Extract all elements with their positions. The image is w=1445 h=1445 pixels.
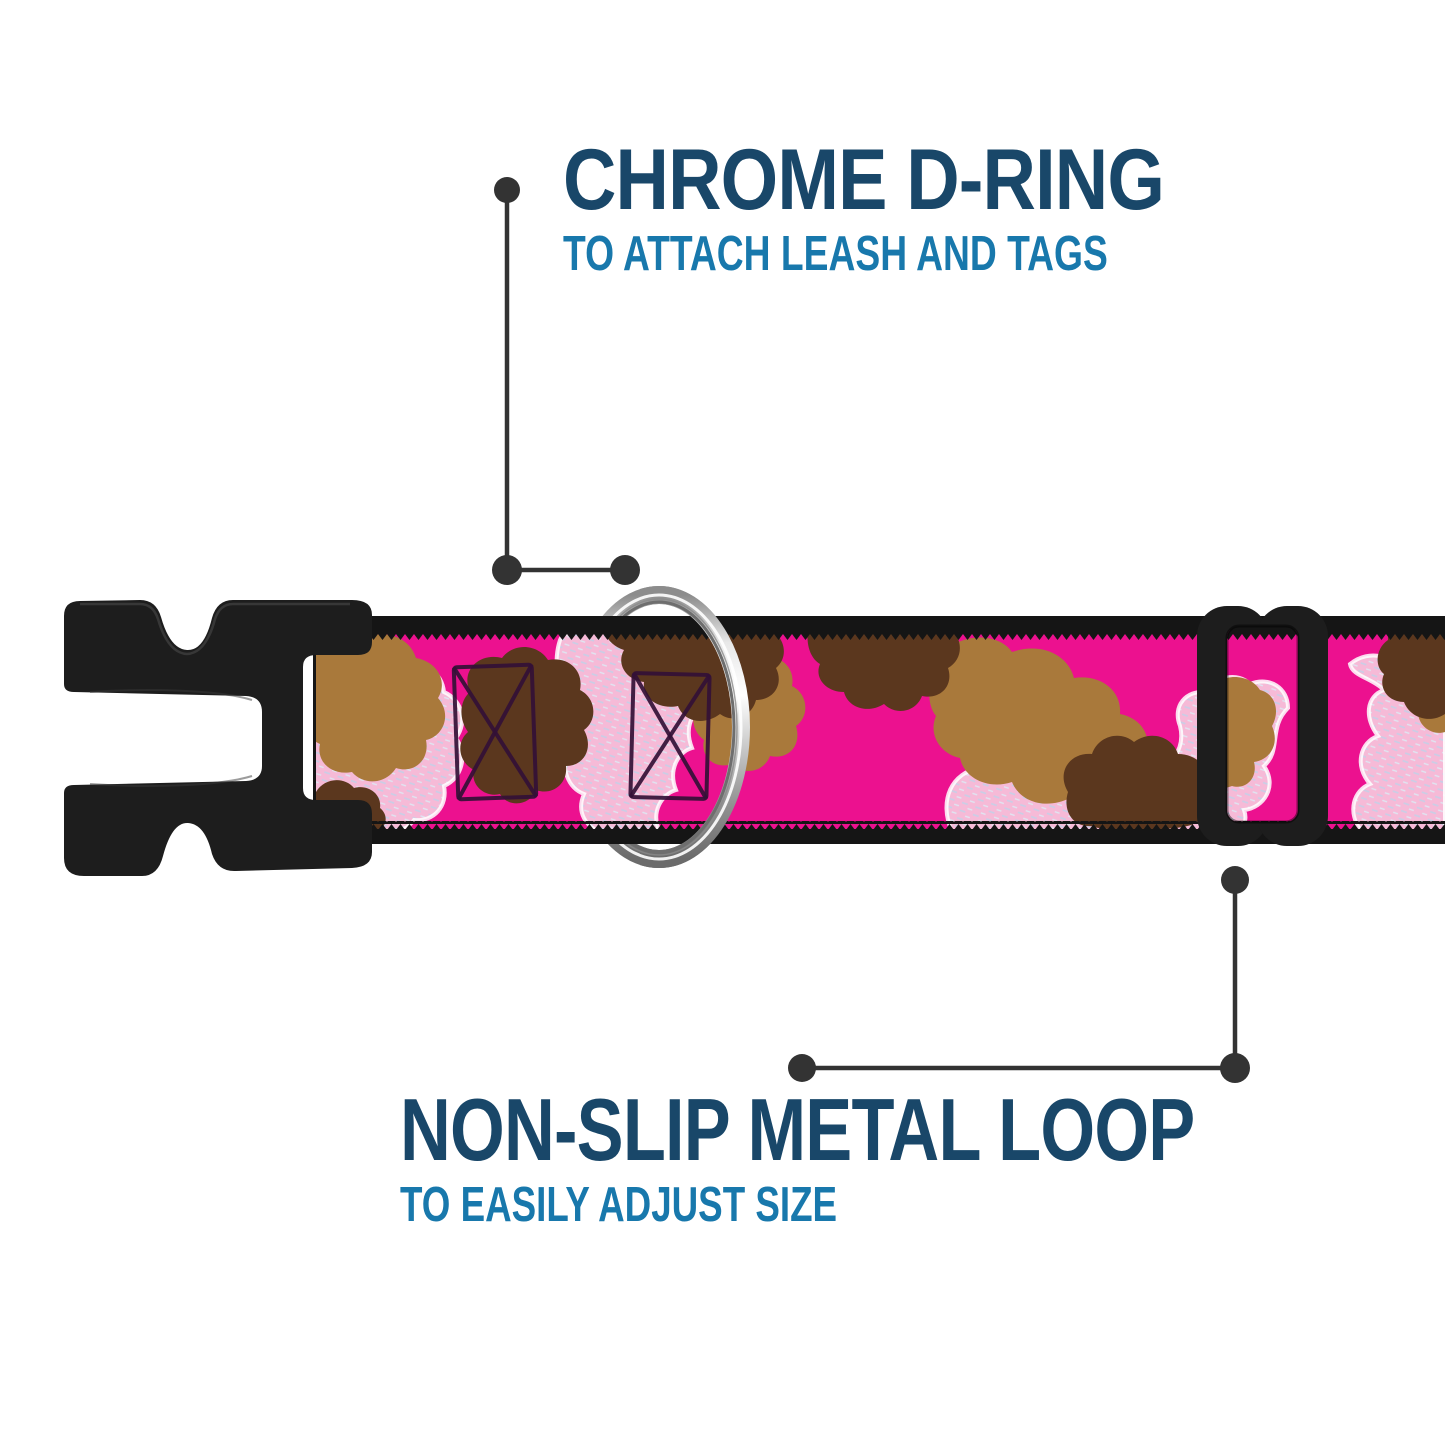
loop-subtitle: TO EASILY ADJUST SIZE xyxy=(400,1178,838,1232)
slider-window-edge xyxy=(1225,624,1300,824)
dring-subtitle: TO ATTACH LEASH AND TAGS xyxy=(563,227,1108,281)
connector-dot xyxy=(492,555,522,585)
connector-dot xyxy=(1221,866,1249,894)
buckle-shading xyxy=(89,689,253,787)
buckle-highlight xyxy=(80,602,350,656)
callout-metal-loop: NON-SLIP METAL LOOP TO EASILY ADJUST SIZ… xyxy=(400,1086,1393,1230)
buckle-icon xyxy=(64,600,372,876)
callout-connector-loop xyxy=(788,866,1250,1083)
connector-dot xyxy=(788,1054,816,1082)
connector-dot xyxy=(610,555,640,585)
loop-title: NON-SLIP METAL LOOP xyxy=(400,1080,1195,1179)
slider-icon xyxy=(1197,606,1328,846)
connector-dot xyxy=(494,177,520,203)
dring-title: CHROME D-RING xyxy=(563,132,1165,228)
connector-dot xyxy=(1220,1053,1250,1083)
callout-dring: CHROME D-RING TO ATTACH LEASH AND TAGS xyxy=(563,137,1280,279)
callout-connector-dring xyxy=(492,177,640,585)
